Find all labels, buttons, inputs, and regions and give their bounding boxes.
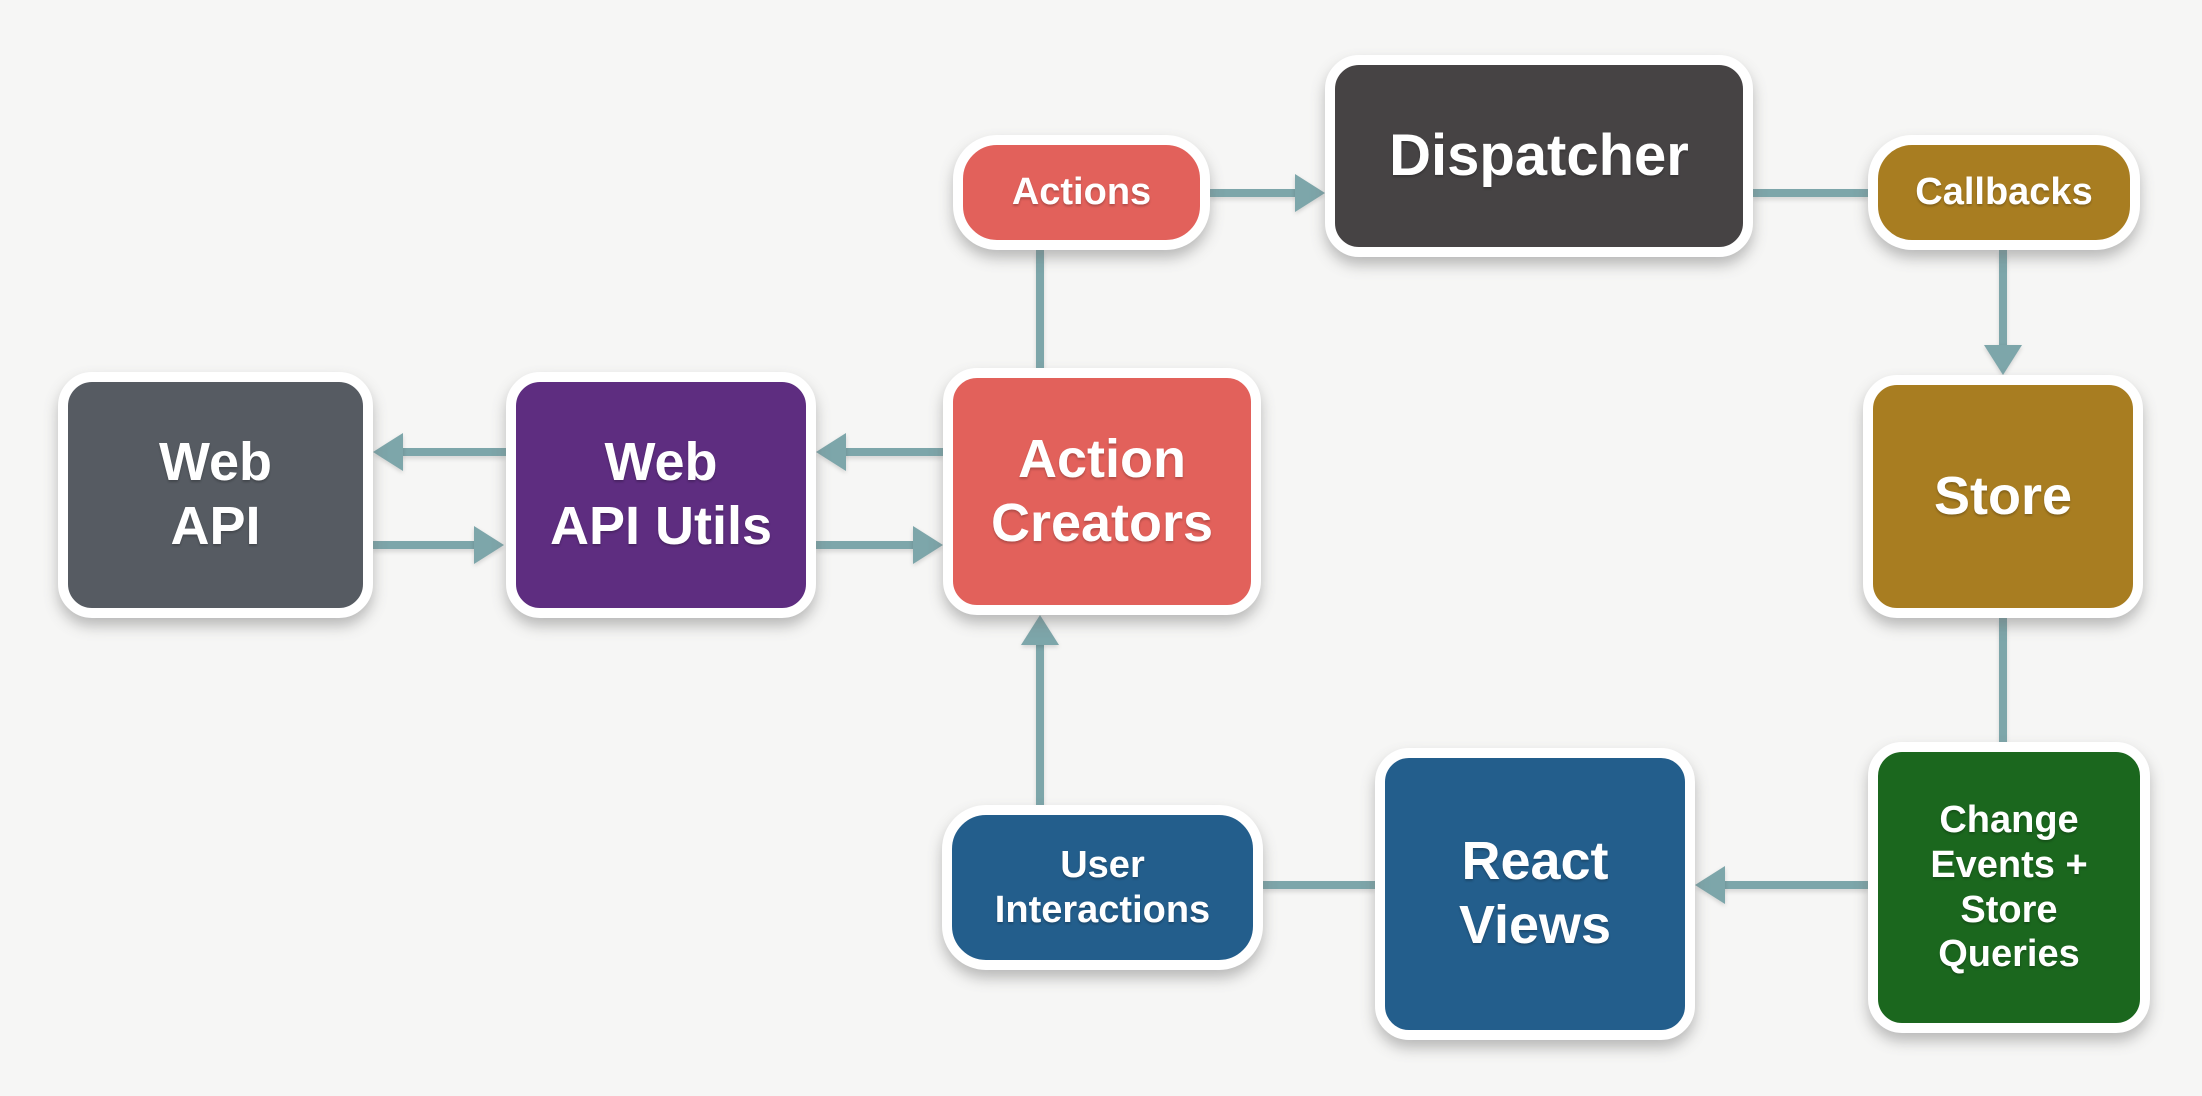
edge-web-api-web-api-utils-arrowhead — [474, 526, 504, 564]
edge-web-api-utils-web-api-line — [401, 448, 506, 456]
node-user-interactions-label: User Interactions — [994, 843, 1211, 931]
edge-actions-dispatcher-arrowhead — [1295, 174, 1325, 212]
node-react-views-label: React Views — [1458, 831, 1612, 955]
edge-store-change-events-line — [1999, 618, 2007, 742]
edge-action-creators-actions-line — [1036, 250, 1044, 368]
node-store-label: Store — [1933, 465, 2073, 526]
node-actions: Actions — [953, 135, 1210, 250]
edge-callbacks-store-arrowhead — [1984, 345, 2022, 375]
node-change-events-store-queries-label: Change Events + Store Queries — [1930, 798, 2088, 976]
edge-user-interactions-action-creators-arrowhead — [1021, 615, 1059, 645]
node-callbacks-label: Callbacks — [1915, 171, 2093, 214]
node-web-api-utils-label: Web API Utils — [549, 432, 773, 556]
node-actions-label: Actions — [1011, 171, 1152, 214]
edge-web-api-utils-web-api-arrowhead — [373, 433, 403, 471]
node-dispatcher-label: Dispatcher — [1389, 122, 1689, 188]
node-web-api: Web API — [58, 372, 373, 618]
edge-web-api-utils-action-creators-arrowhead — [913, 526, 943, 564]
node-react-views: React Views — [1375, 748, 1695, 1040]
edge-change-events-react-views-line — [1723, 881, 1868, 889]
node-change-events-store-queries: Change Events + Store Queries — [1868, 742, 2150, 1033]
edge-action-creators-web-api-utils-arrowhead — [816, 433, 846, 471]
edge-callbacks-store-line — [1999, 250, 2007, 347]
edge-dispatcher-callbacks-line — [1753, 189, 1868, 197]
node-action-creators: Action Creators — [943, 368, 1261, 615]
node-web-api-label: Web API — [158, 432, 272, 556]
edge-user-interactions-action-creators-line — [1036, 643, 1044, 805]
edge-react-views-user-interactions-line — [1263, 881, 1375, 889]
edge-actions-dispatcher-line — [1210, 189, 1297, 197]
node-user-interactions: User Interactions — [942, 805, 1263, 970]
node-dispatcher: Dispatcher — [1325, 55, 1753, 257]
edge-change-events-react-views-arrowhead — [1695, 866, 1725, 904]
node-web-api-utils: Web API Utils — [506, 372, 816, 618]
edge-action-creators-web-api-utils-line — [844, 448, 943, 456]
node-callbacks: Callbacks — [1868, 135, 2140, 250]
node-store: Store — [1863, 375, 2143, 618]
edge-web-api-web-api-utils-line — [373, 541, 476, 549]
edge-web-api-utils-action-creators-line — [816, 541, 915, 549]
node-action-creators-label: Action Creators — [990, 428, 1214, 553]
